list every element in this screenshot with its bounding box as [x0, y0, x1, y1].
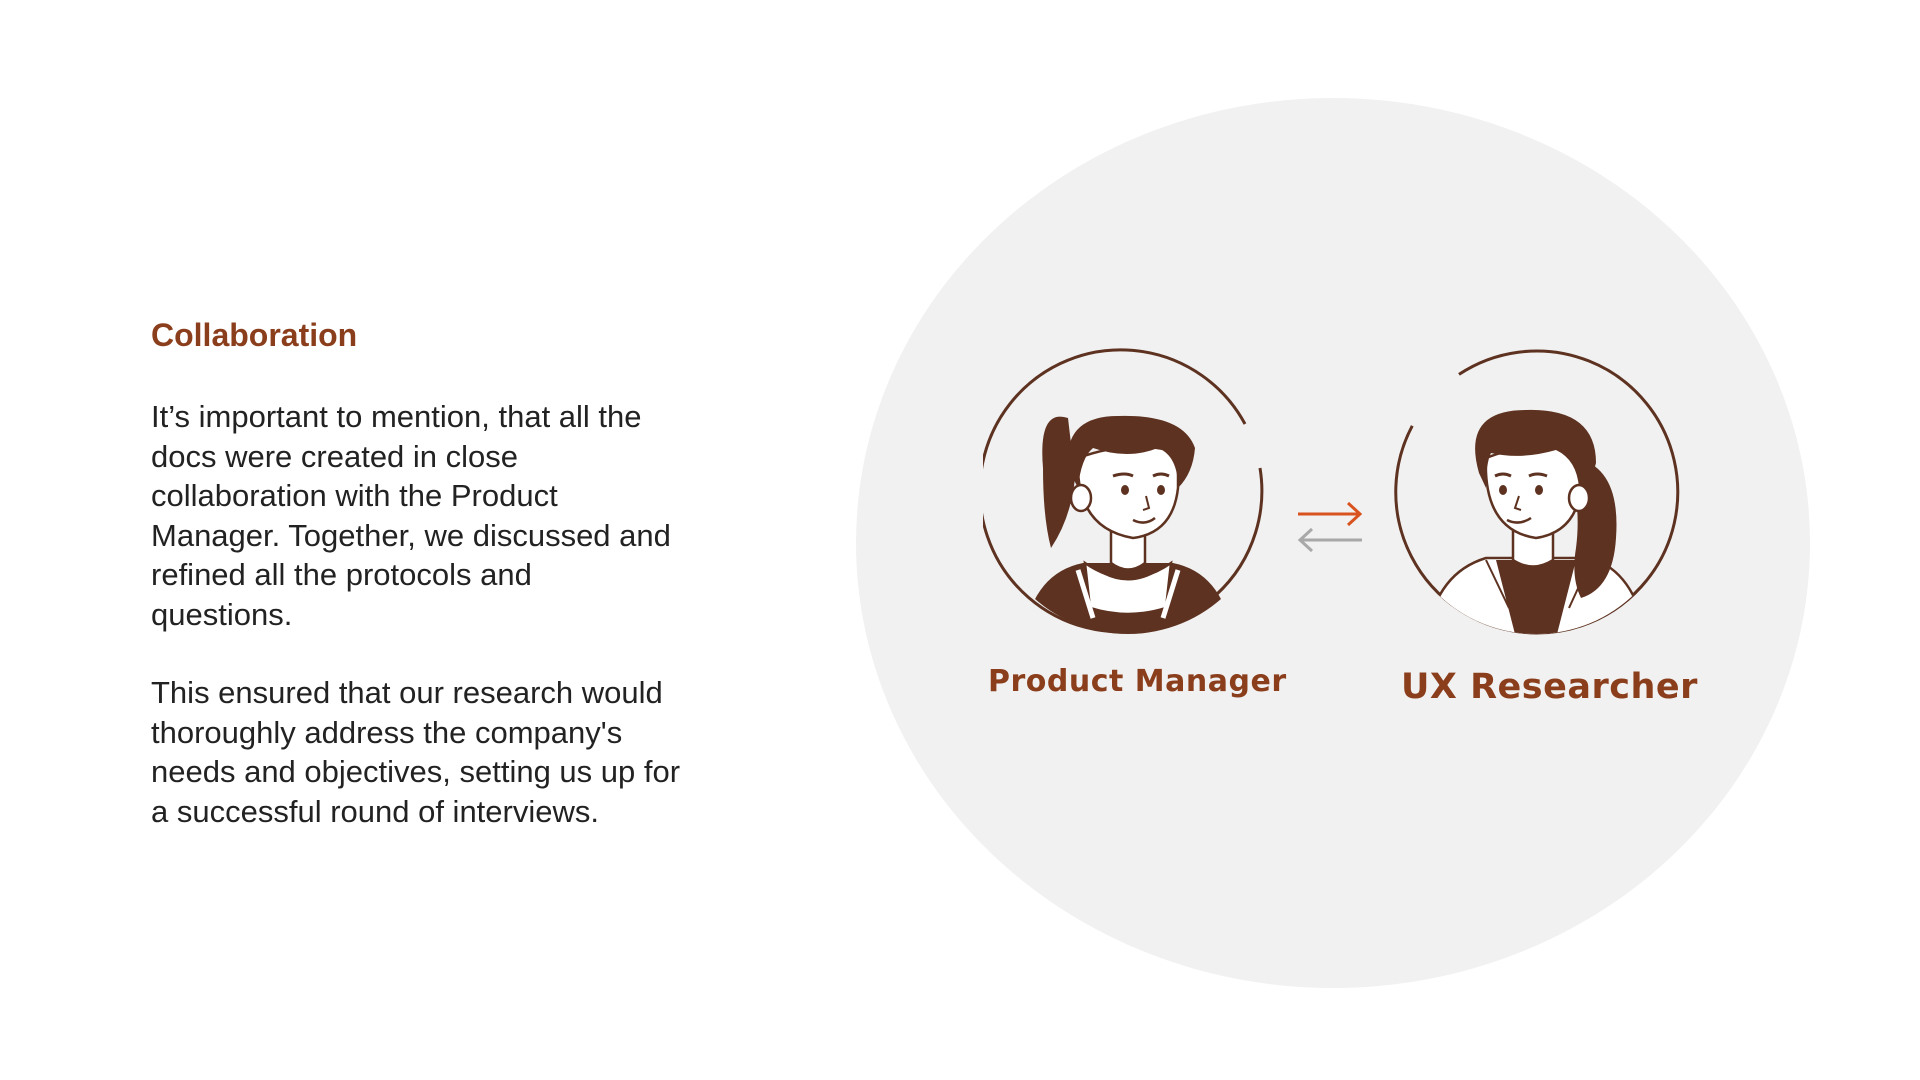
product-manager-label: Product Manager — [988, 664, 1287, 699]
ux-researcher-avatar-icon — [1391, 348, 1681, 638]
background-circle — [856, 98, 1810, 988]
ux-researcher-label: UX Researcher — [1401, 667, 1698, 707]
product-manager-avatar-icon — [983, 348, 1273, 638]
text-section: Collaboration It’s important to mention,… — [151, 315, 791, 870]
section-heading: Collaboration — [151, 317, 358, 353]
exchange-arrows-icon — [1290, 492, 1370, 552]
paragraph-intro: It’s important to mention, that all the … — [151, 399, 671, 632]
paragraph-outcome: This ensured that our research would tho… — [151, 675, 681, 829]
